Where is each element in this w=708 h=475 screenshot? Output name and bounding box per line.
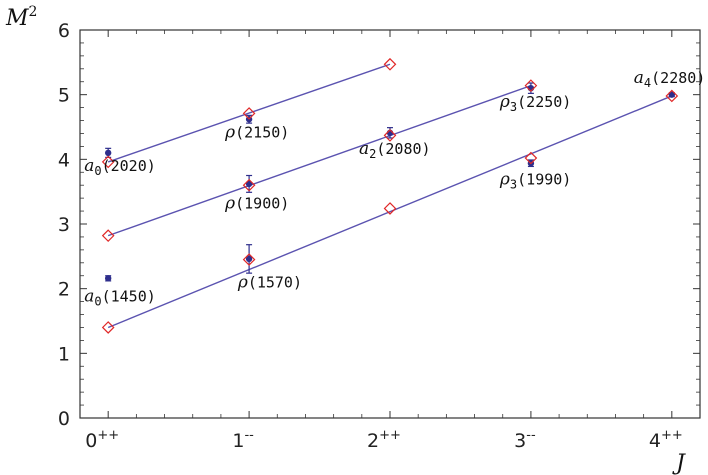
y-axis-label-sup: 2 xyxy=(29,4,38,20)
predicted-point xyxy=(242,107,256,120)
measured-point xyxy=(104,275,112,282)
y-tick-label: 6 xyxy=(58,20,70,42)
plot-frame xyxy=(79,29,701,419)
predicted-points xyxy=(101,57,679,334)
annotations: a0(2020) ρ(2150) a2(2080) ρ3(2250) a4(2280) ρ… xyxy=(84,68,705,309)
y-axis-label-main: M xyxy=(5,6,29,31)
measured-point xyxy=(668,91,676,98)
y-tick-label: 3 xyxy=(58,214,70,236)
predicted-point xyxy=(383,57,397,71)
x-tick-label: 2++ xyxy=(367,428,401,452)
predicted-point xyxy=(383,129,397,142)
y-axis-label: M2 xyxy=(5,4,37,31)
state-label: ρ3(2250) xyxy=(499,92,571,114)
predicted-point xyxy=(101,321,115,334)
y-tick-label: 0 xyxy=(58,408,70,430)
y-tick-label: 4 xyxy=(58,149,70,171)
x-tick-label: 4++ xyxy=(649,428,683,452)
y-tick-label: 1 xyxy=(58,343,70,365)
y-tick-label: 2 xyxy=(58,279,70,301)
x-axis-ticks: 0++ 1-- 2++ 3-- 4++ xyxy=(85,30,683,452)
state-label: ρ3(1990) xyxy=(499,170,571,192)
predicted-point xyxy=(524,151,538,165)
state-label: ρ(2150) xyxy=(224,122,289,142)
state-label: ρ(1570) xyxy=(237,272,302,292)
measured-point xyxy=(245,180,253,188)
y-axis-ticks: 0 1 2 3 4 5 6 xyxy=(58,20,700,430)
y-tick-label: 5 xyxy=(58,85,70,107)
predicted-point xyxy=(383,202,397,215)
predicted-point xyxy=(101,155,115,169)
state-label: a0(2020) xyxy=(84,156,156,178)
state-label: a2(2080) xyxy=(359,139,431,161)
trajectory-line xyxy=(107,84,532,237)
x-tick-label: 1-- xyxy=(232,428,254,452)
x-axis-label: J xyxy=(672,451,686,475)
predicted-point xyxy=(524,79,538,92)
x-tick-label: 0++ xyxy=(85,428,119,452)
x-tick-label: 3-- xyxy=(514,428,536,452)
measured-points xyxy=(104,82,676,282)
fit-lines xyxy=(107,63,673,329)
predicted-point xyxy=(101,229,115,242)
state-label: ρ(1900) xyxy=(224,193,289,213)
state-label: a0(1450) xyxy=(84,287,156,309)
measured-point xyxy=(245,255,253,263)
predicted-point xyxy=(242,253,256,266)
predicted-point xyxy=(665,89,679,103)
trajectory-line xyxy=(107,95,673,329)
state-label: a4(2280) xyxy=(634,68,706,90)
measured-point xyxy=(104,149,112,157)
trajectory-line xyxy=(107,63,391,163)
predicted-point xyxy=(242,178,256,192)
